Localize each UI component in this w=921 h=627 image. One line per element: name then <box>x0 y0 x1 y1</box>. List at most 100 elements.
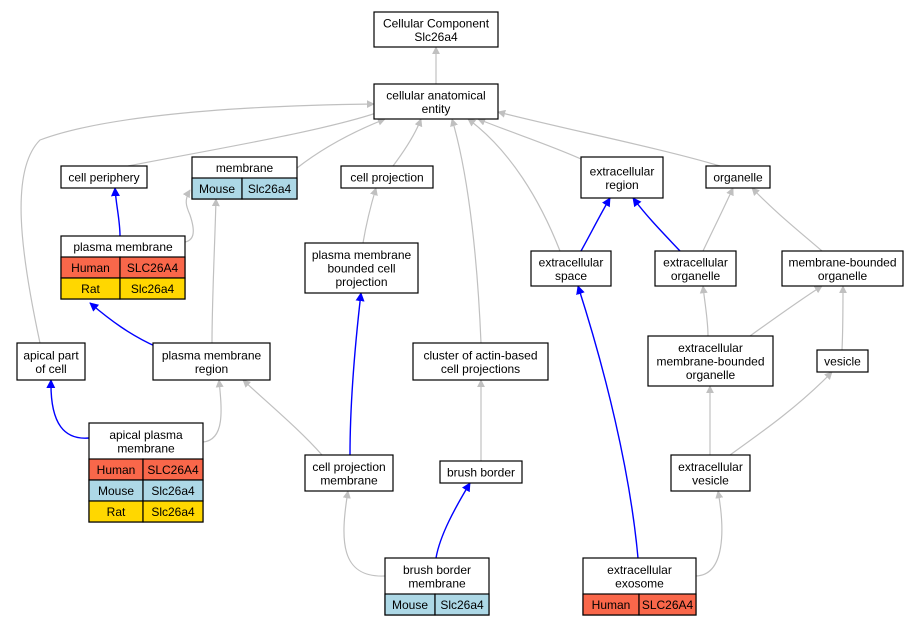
edge-ec-mb-organelle-to-membrane-bounded-organelle <box>749 285 823 337</box>
node-label-line: organelle <box>713 171 763 185</box>
node-label-line: region <box>195 362 228 376</box>
node-label-line: extracellular <box>678 341 743 355</box>
node-label-line: cellular anatomical <box>386 88 485 102</box>
node-cell-projection[interactable]: cell projection <box>340 165 434 189</box>
node-box <box>816 349 869 373</box>
edge-organelle-to-cae <box>497 109 721 167</box>
node-label-line: bounded cell <box>327 262 395 276</box>
node-box <box>373 83 499 120</box>
node-label-line: organelle <box>671 269 721 283</box>
edge-extracellular-exosome-to-extracellular-space <box>576 285 639 559</box>
node-label-line: organelle <box>686 368 736 382</box>
node-label-line: exosome <box>615 576 664 590</box>
node-label-line: extracellular <box>607 563 672 577</box>
node-label-line: brush border <box>403 563 471 577</box>
species-label: Rat <box>107 505 126 519</box>
node-label-line: region <box>605 178 638 192</box>
node-box <box>412 342 549 381</box>
edge-apical-plasma-membrane-to-apical-part-of-cell <box>46 379 90 439</box>
node-label-line: cell projections <box>441 362 520 376</box>
species-label: Human <box>97 463 136 477</box>
species-label: Human <box>592 598 631 612</box>
node-box <box>670 454 751 492</box>
node-label-line: membrane <box>320 473 378 487</box>
edge-membrane-to-cae <box>296 117 386 169</box>
node-box <box>340 165 434 189</box>
node-box <box>439 460 523 484</box>
node-box <box>304 454 394 492</box>
annotation-row: Rat Slc26a4 <box>88 500 204 523</box>
node-label-line: of cell <box>35 362 66 376</box>
species-label: Human <box>71 261 110 275</box>
species-label: Mouse <box>199 182 235 196</box>
node-label-line: membrane <box>408 576 466 590</box>
edge-apical-part-of-cell-to-cae <box>20 100 375 344</box>
node-box <box>654 250 737 287</box>
edge-brush-border-membrane-to-brush-border <box>435 482 471 559</box>
species-label: Mouse <box>392 598 428 612</box>
node-box <box>705 165 771 189</box>
edge-brush-border-membrane-to-cell-projection-membrane <box>342 490 386 577</box>
node-label-line: extracellular <box>678 460 743 474</box>
edge-ec-mb-organelle-to-extracellular-organelle <box>699 285 709 337</box>
edge-cell-projection-membrane-to-pm-bounded-cell-projection <box>349 292 365 456</box>
gene-cell <box>434 593 490 616</box>
node-box <box>152 342 271 381</box>
node-label-line: cell projection <box>312 460 385 474</box>
node-label-line: plasma membrane <box>162 348 262 362</box>
edge-cell-periphery-to-cae <box>127 109 383 167</box>
node-organelle[interactable]: organelle <box>705 165 771 189</box>
edge-plasma-membrane-region-to-membrane <box>211 198 220 344</box>
node-label-line: cell periphery <box>68 171 139 185</box>
node-box <box>373 11 499 48</box>
node-label-line: projection <box>335 275 387 289</box>
node-vesicle[interactable]: vesicle <box>816 349 869 373</box>
node-label-line: Slc26a4 <box>414 30 458 44</box>
node-box <box>60 165 148 189</box>
edge-extracellular-organelle-to-extracellular-region <box>632 197 681 252</box>
gene-label: Slc26a4 <box>151 505 195 519</box>
node-cell-periphery[interactable]: cell periphery <box>60 165 148 189</box>
node-box <box>781 250 904 287</box>
edge-apical-plasma-membrane-to-plasma-membrane-region <box>202 379 224 443</box>
node-label-line: membrane-bounded <box>656 355 764 369</box>
edge-plasma-membrane-to-cell-periphery <box>110 187 121 237</box>
node-label-line: entity <box>422 102 451 116</box>
node-label-line: membrane <box>216 161 274 175</box>
node-box <box>16 342 86 381</box>
node-box <box>647 335 774 387</box>
edge-extracellular-region-to-cae <box>477 118 582 160</box>
node-label-line: cluster of actin-based <box>423 348 537 362</box>
node-brush-border[interactable]: brush border <box>439 460 523 484</box>
node-box <box>304 242 419 294</box>
annotation-row: Human SLC26A4 <box>88 458 204 481</box>
edge-extracellular-vesicle-to-vesicle <box>729 371 833 456</box>
edge-cell-projection-to-cae <box>392 118 423 167</box>
gene-label: SLC26A4 <box>147 463 199 477</box>
species-label: Rat <box>81 282 100 296</box>
